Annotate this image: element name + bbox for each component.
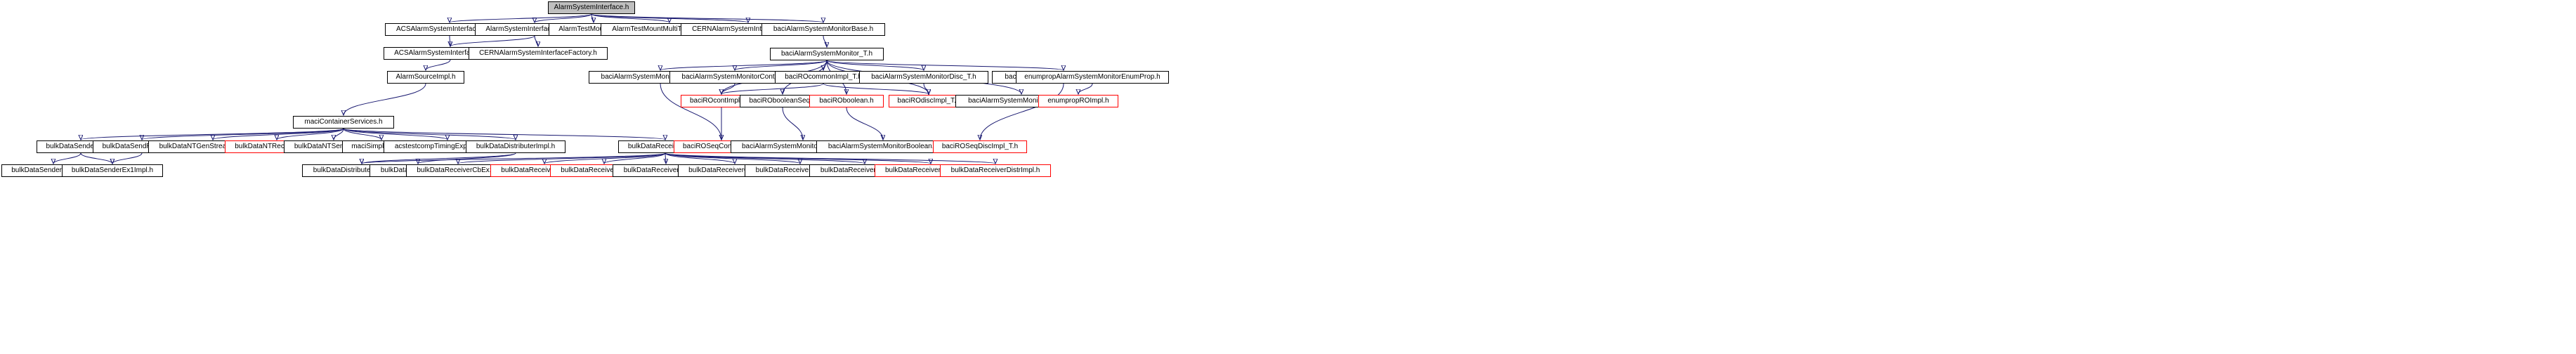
graph-node-n23[interactable]: maciContainerServices.h [293,116,394,129]
graph-node-n38[interactable]: bulkDataSenderEx1Impl.h [62,164,163,177]
graph-node-n22[interactable]: enumpropROImpl.h [1038,95,1118,107]
graph-node-n19[interactable]: baciROboolean.h [809,95,884,107]
graph-node-n35[interactable]: baciAlarmSystemMonitorBoolean.h [816,140,950,153]
graph-node-n13[interactable]: baciROcommonImpl_T.h [775,71,872,84]
graph-node-n16[interactable]: enumpropAlarmSystemMonitorEnumProp.h [1016,71,1169,84]
graph-node-n8[interactable]: CERNAlarmSystemInterfaceFactory.h [469,47,608,60]
graph-node-n14[interactable]: baciAlarmSystemMonitorDisc_T.h [859,71,988,84]
graph-node-n49[interactable]: bulkDataReceiverDistrImpl.h [940,164,1051,177]
graph-node-n31[interactable]: bulkDataDistributerImpl.h [466,140,565,153]
graph-node-n36[interactable]: baciROSeqDiscImpl_T.h [933,140,1027,153]
graph-node-n9[interactable]: baciAlarmSystemMonitor_T.h [770,48,884,60]
graph-node-n0[interactable]: AlarmSystemInterface.h [548,1,635,14]
graph-node-n10[interactable]: AlarmSourceImpl.h [387,71,464,84]
graph-node-n6[interactable]: baciAlarmSystemMonitorBase.h [761,23,885,36]
